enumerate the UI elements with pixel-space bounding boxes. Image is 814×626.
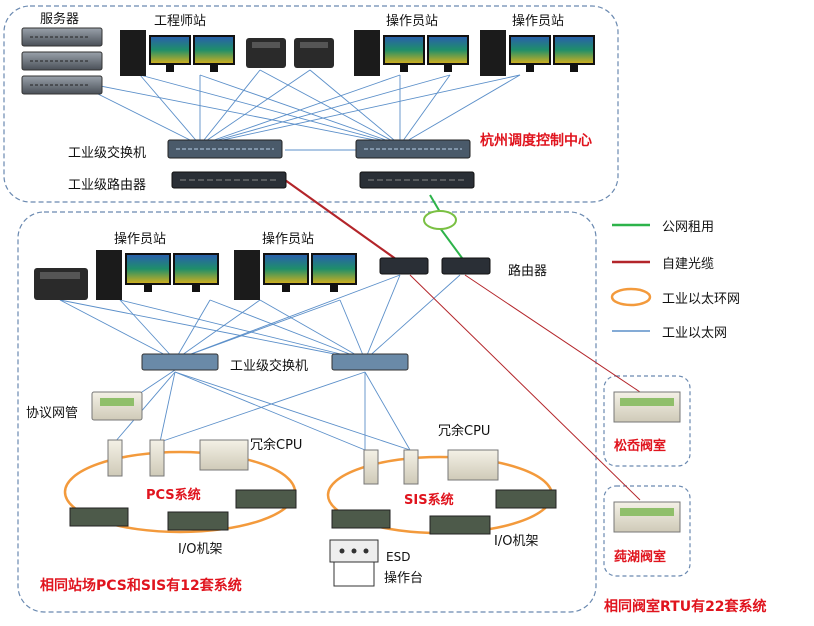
- protocol-gateway-label: 协议网管: [26, 406, 79, 421]
- cloud-icon: [423, 210, 457, 230]
- server-label: 服务器: [40, 12, 80, 27]
- operator-station-label: 操作员站: [262, 232, 315, 247]
- station-summary: 相同站场PCS和SIS有12套系统: [40, 578, 242, 594]
- control-center-region: [3, 5, 619, 203]
- rtu-device-icon: [613, 391, 681, 533]
- router-icon: [171, 171, 287, 189]
- io-rack-label: I/O机架: [494, 534, 539, 549]
- printer-icon: [34, 268, 88, 300]
- sis-system-label: SIS系统: [404, 493, 454, 508]
- industrial-switch-label: 工业级交换机: [68, 146, 147, 161]
- operator-station-icon: [234, 250, 357, 300]
- legend-public-network: 公网租用: [662, 220, 715, 235]
- control-center-title: 杭州调度控制中心: [480, 133, 592, 149]
- valve-room-1-label: 松岙阀室: [614, 439, 667, 454]
- industrial-router-label: 工业级路由器: [68, 178, 147, 193]
- legend-ethernet: 工业以太网: [662, 326, 728, 341]
- printer-icon: [246, 38, 334, 68]
- io-rack-label: I/O机架: [178, 542, 223, 557]
- server-rack-icon: [21, 27, 103, 95]
- valve-room-1-region: [603, 375, 691, 467]
- router-icon: [379, 257, 491, 275]
- switch-icon: [141, 353, 409, 371]
- engineer-station-icon: [120, 30, 235, 76]
- valve-summary: 相同阀室RTU有22套系统: [604, 599, 767, 615]
- cpu-module-icon: [107, 439, 499, 485]
- fiber-links: [284, 179, 641, 501]
- valve-room-2-region: [603, 485, 691, 577]
- router-icon: [359, 171, 475, 189]
- engineer-station-label: 工程师站: [154, 14, 207, 29]
- gateway-device-icon: [91, 391, 143, 421]
- station-region: [17, 211, 597, 613]
- switch-icon: [355, 139, 471, 159]
- valve-room-2-label: 莼湖阀室: [614, 550, 667, 565]
- operator-station-icon: [96, 250, 219, 300]
- console-label: 操作台: [384, 571, 424, 586]
- operator-station-label: 操作员站: [114, 232, 167, 247]
- public-links: [429, 194, 466, 263]
- legend-ring: 工业以太环网: [662, 292, 741, 307]
- esd-console-icon: [329, 539, 379, 587]
- industrial-switch-label: 工业级交换机: [230, 359, 309, 374]
- operator-station-label: 操作员站: [386, 14, 439, 29]
- redundant-cpu-label: 冗余CPU: [250, 438, 303, 453]
- operator-station-icon: [354, 30, 469, 76]
- legend-fiber: 自建光缆: [662, 257, 715, 272]
- legend-marks: [610, 223, 652, 332]
- pcs-system-label: PCS系统: [146, 488, 201, 503]
- esd-label: ESD: [386, 550, 411, 564]
- top-ethernet-links: [69, 69, 521, 151]
- router-label: 路由器: [508, 264, 548, 279]
- operator-station-icon: [480, 30, 595, 76]
- redundant-cpu-label: 冗余CPU: [438, 424, 491, 439]
- operator-station-label: 操作员站: [512, 14, 565, 29]
- switch-icon: [167, 139, 283, 159]
- io-rack-icon: [69, 489, 557, 535]
